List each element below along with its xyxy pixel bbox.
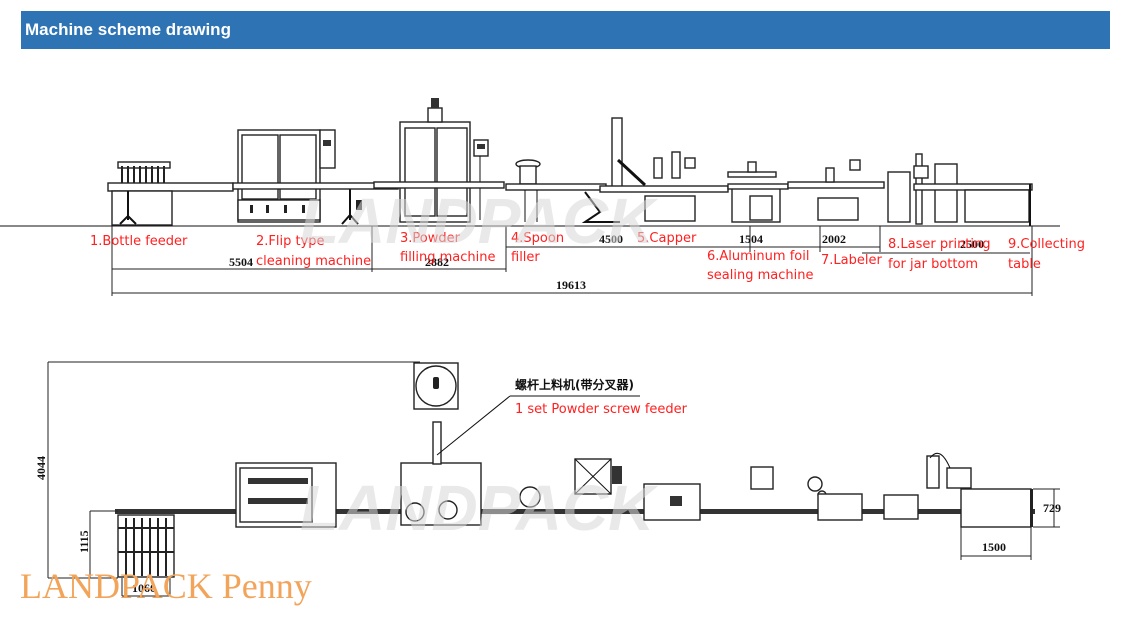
top-spoon-filler [519,458,622,508]
top-capper [643,483,701,521]
dim-4044: 4044 [34,456,48,480]
label-flip-cleaning-1: 2.Flip type [256,234,325,249]
front-dimension-lines [111,226,1033,296]
top-foil-sealer [750,466,774,490]
machine-powder-filling [373,98,505,223]
label-laser-printing-2: for jar bottom [888,257,978,272]
watermark-signature: LANDPACK Penny [20,566,312,606]
top-powder-filling [400,421,482,526]
label-labeler: 7.Labeler [821,253,882,268]
top-bottle-feeder [117,514,175,578]
dim-2882: 2882 [425,255,449,269]
machine-collecting-table [913,183,1033,226]
callout-chinese: 螺杆上料机(带分叉器) [515,377,634,392]
label-capper: 5.Capper [637,231,697,246]
section-title: Machine scheme drawing [25,20,231,39]
callout-leader [436,395,511,456]
dim-729: 729 [1043,501,1061,515]
label-flip-cleaning-2: cleaning machine [256,254,371,269]
dim-total-19613: 19613 [556,278,586,292]
label-powder-filling-2: filling machine [400,250,496,265]
dim-5504: 5504 [229,255,253,269]
machine-foil-sealing [727,161,789,223]
label-powder-filling-1: 3.Powder [400,231,461,246]
dim-2002: 2002 [822,232,846,246]
top-laser [883,452,972,520]
label-spoon-filler-1: 4.Spoon [511,231,564,246]
dim-4500: 4500 [599,232,623,246]
top-labeler [807,476,863,521]
top-collecting-table [960,488,1032,528]
watermark-logo-top: LANDPACK [300,472,659,544]
dim-2500: 2500 [960,237,984,251]
top-dimension-lines [47,361,1060,597]
label-bottle-feeder: 1.Bottle feeder [90,234,188,249]
label-foil-sealing-1: 6.Aluminum foil [707,249,809,264]
dim-1500: 1500 [982,540,1006,554]
dim-1060: 1060 [132,581,156,595]
dim-1504: 1504 [739,232,763,246]
section-header: Machine scheme drawing [21,11,1110,49]
label-collecting-table-1: 9.Collecting [1008,237,1085,252]
machine-capper [581,117,729,223]
label-laser-printing-1: 8.Laser printing [888,237,991,252]
dim-1115: 1115 [77,530,91,553]
screw-feeder-hopper [413,362,459,410]
watermark-logo-front: LANDPACK [300,185,659,257]
machine-labeler [787,159,885,221]
label-collecting-table-2: table [1008,257,1041,272]
front-view: 5504 2882 4500 1504 2002 2500 19613 1.Bo… [0,98,1085,296]
label-foil-sealing-2: sealing machine [707,268,813,283]
top-flip-cleaning [235,462,337,528]
top-view: 螺杆上料机(带分叉器) 1 set Powder screw feeder [34,361,1061,597]
machine-flip-cleaning [232,129,399,225]
callout-english: 1 set Powder screw feeder [515,402,688,417]
label-spoon-filler-2: filler [511,250,540,265]
top-conveyor [115,509,1035,514]
machine-bottle-feeder [107,161,234,226]
